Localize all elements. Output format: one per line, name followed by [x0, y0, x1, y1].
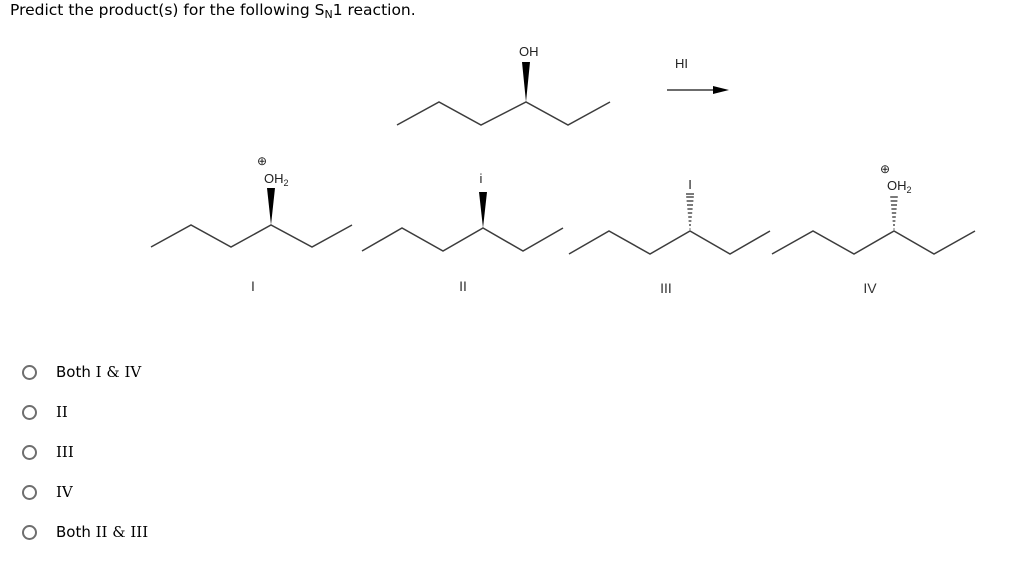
- product-structure-I: ⊕ OH2 I: [150, 154, 353, 294]
- option-iv[interactable]: IV: [22, 480, 73, 504]
- option-label: II: [56, 403, 68, 421]
- product-structure-III: I III: [568, 177, 771, 296]
- radio-button[interactable]: [22, 484, 37, 500]
- radio-button[interactable]: [22, 444, 37, 460]
- product-I-charge: ⊕: [257, 154, 267, 168]
- option-iii[interactable]: III: [22, 440, 74, 464]
- radio-button[interactable]: [22, 404, 37, 420]
- reagent-label: HI: [675, 56, 688, 71]
- product-III-hash-bond: [686, 193, 694, 230]
- question-suffix: 1 reaction.: [332, 1, 416, 19]
- product-III-label: III: [660, 280, 672, 296]
- product-structure-IV: ⊕ OH2 IV: [771, 162, 976, 296]
- product-I-label: I: [251, 278, 255, 294]
- product-I-wedge-bond: [267, 188, 275, 225]
- radio-button[interactable]: [22, 364, 37, 380]
- product-II-substituent: i: [480, 171, 483, 186]
- product-IV-label: IV: [863, 280, 877, 296]
- product-II-wedge-bond: [479, 192, 487, 228]
- product-III-carbon-chain: [568, 230, 771, 255]
- product-I-carbon-chain: [150, 224, 353, 248]
- option-label: IV: [56, 483, 73, 501]
- product-II-label: II: [459, 278, 467, 294]
- option-label: Both I & IV: [56, 363, 142, 381]
- option-label: Both II & III: [56, 523, 149, 541]
- reaction-arrow-group: HI: [667, 56, 729, 94]
- radio-button[interactable]: [22, 524, 37, 540]
- reaction-arrow-head: [713, 86, 729, 94]
- question-text: Predict the product(s) for the following…: [10, 1, 416, 21]
- product-structure-II: i II: [361, 171, 564, 294]
- product-IV-charge: ⊕: [880, 162, 890, 176]
- question-prefix: Predict the product(s) for the following…: [10, 1, 325, 19]
- product-III-substituent: I: [688, 177, 692, 192]
- option-label: III: [56, 443, 74, 461]
- product-IV-carbon-chain: [771, 230, 976, 255]
- reactant-carbon-chain: [396, 101, 611, 126]
- product-IV-hash-bond: [890, 196, 898, 230]
- option-both-ii-iii[interactable]: Both II & III: [22, 520, 148, 544]
- product-IV-substituent: OH2: [887, 178, 912, 195]
- option-both-i-iv[interactable]: Both I & IV: [22, 360, 141, 384]
- reactant-wedge-bond: [522, 62, 530, 102]
- reaction-scheme: OH HI ⊕ OH2 I i II: [150, 44, 976, 296]
- option-ii[interactable]: II: [22, 400, 68, 424]
- product-II-carbon-chain: [361, 227, 564, 252]
- reactant-structure: OH: [396, 44, 611, 126]
- reactant-substituent: OH: [519, 44, 539, 59]
- question-subscript: N: [324, 8, 333, 21]
- product-I-substituent: OH2: [264, 171, 289, 188]
